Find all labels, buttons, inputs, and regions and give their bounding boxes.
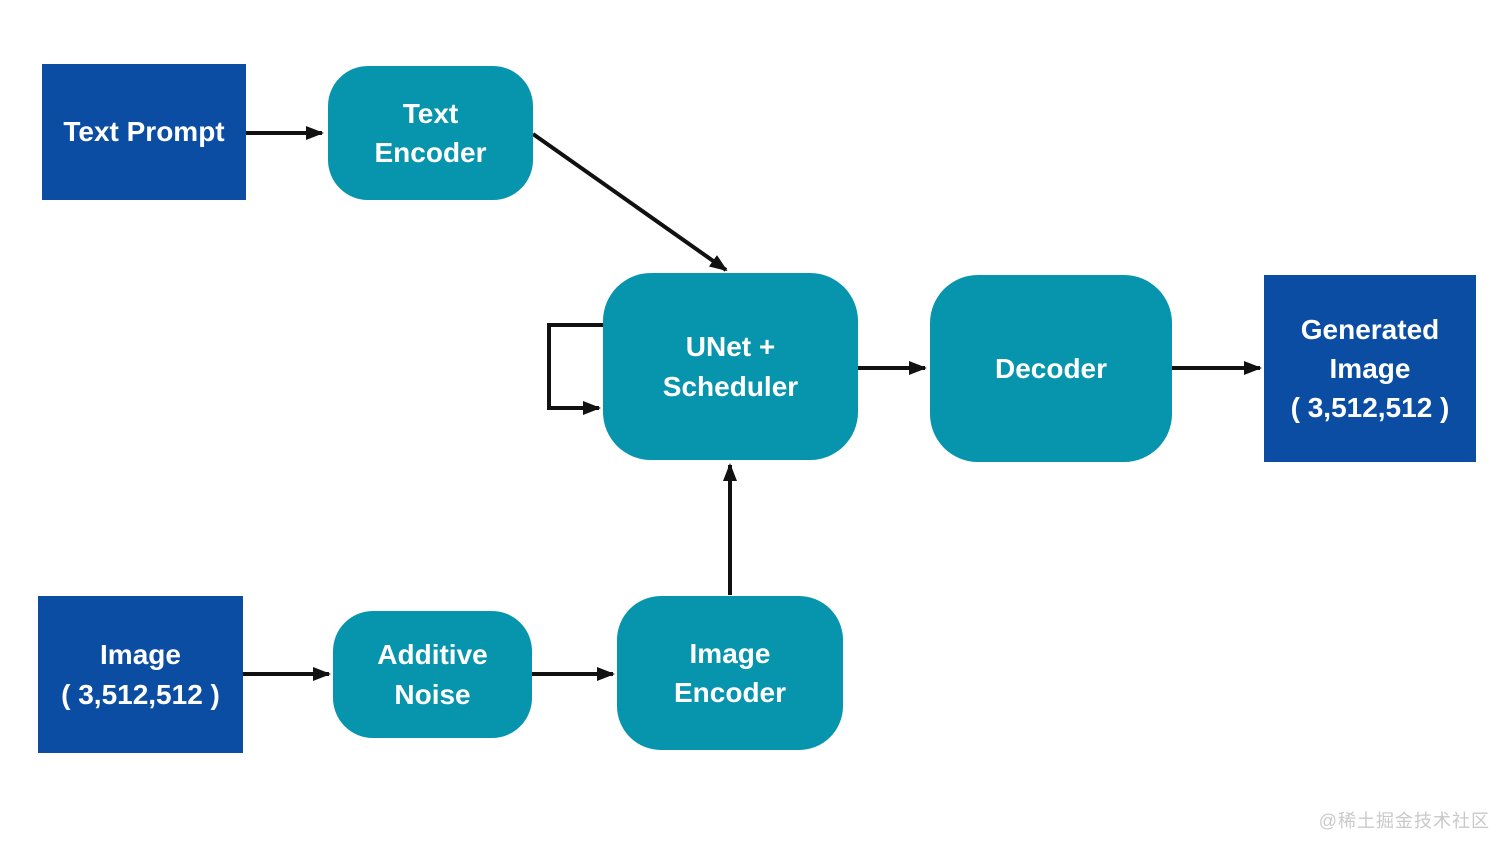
node-generated-label-line3: ( 3,512,512 ) (1290, 392, 1450, 424)
edge-textencoder-to-unet (531, 132, 728, 272)
node-image-input: Image ( 3,512,512 ) (38, 596, 243, 753)
watermark: @稀土掘金技术社区 (1318, 811, 1490, 831)
node-generated-label-line2: Image (1329, 352, 1411, 384)
node-noise-label-line2: Noise (394, 678, 471, 710)
node-generated-image: Generated Image ( 3,512,512 ) (1264, 275, 1476, 462)
node-noise-label-line1: Additive (377, 639, 488, 671)
node-image-encoder-label-line1: Image (689, 637, 771, 669)
node-text-prompt: Text Prompt (42, 64, 246, 200)
node-unet-label-line2: Scheduler (662, 370, 799, 402)
node-decoder-label: Decoder (994, 352, 1108, 384)
node-unet-scheduler: UNet + Scheduler (603, 273, 858, 460)
node-decoder: Decoder (930, 275, 1172, 462)
node-generated-label-line1: Generated (1300, 313, 1440, 345)
node-text-encoder: Text Encoder (328, 66, 533, 200)
node-text-encoder-label-line2: Encoder (374, 137, 487, 168)
node-image-encoder-label-line2: Encoder (673, 677, 787, 708)
node-text-encoder-label-line1: Text (402, 97, 459, 129)
node-image-encoder: Image Encoder (617, 596, 843, 750)
node-image-label-line1: Image (100, 639, 181, 671)
node-image-label-line2: ( 3,512,512 ) (61, 678, 220, 710)
edge-unet-self-loop (547, 323, 603, 415)
node-additive-noise: Additive Noise (333, 611, 532, 738)
node-text-prompt-label: Text Prompt (63, 116, 225, 148)
node-unet-label-line1: UNet + (685, 331, 776, 363)
